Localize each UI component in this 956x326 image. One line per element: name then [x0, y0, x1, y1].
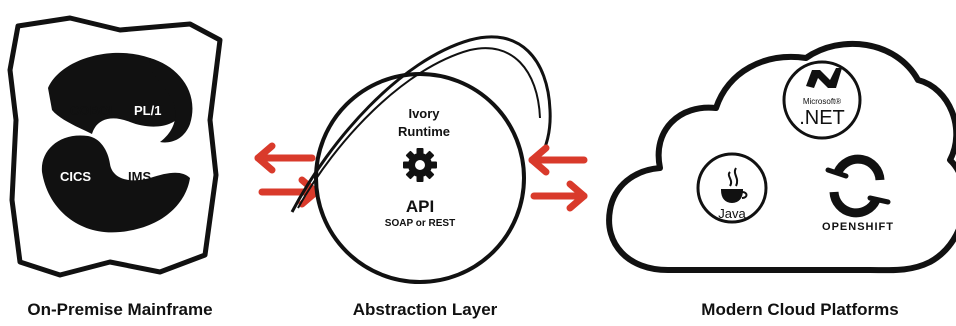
- mainframe-label-cics: CICS: [60, 169, 91, 184]
- gear-icon: [403, 148, 437, 182]
- openshift-logo: OPENSHIFT: [822, 154, 894, 233]
- abstraction-group: Ivory Runtime API SOAP or REST: [290, 35, 552, 284]
- cloud-caption: Modern Cloud Platforms: [701, 300, 899, 319]
- dotnet-n-icon: [806, 68, 842, 88]
- abstraction-swoosh: [290, 35, 552, 213]
- runtime-title-line2: Runtime: [398, 124, 450, 139]
- swirl-top: [48, 52, 185, 134]
- runtime-title-line1: Ivory: [408, 106, 440, 121]
- mainframe-label-cobol: COBOL: [70, 103, 117, 118]
- mainframe-swirl: [41, 52, 193, 233]
- dotnet-small-text: Microsoft®: [803, 97, 841, 106]
- api-sub-label: SOAP or REST: [385, 218, 455, 229]
- mainframe-label-ims: IMS: [128, 169, 151, 184]
- left-arrow-pair: [254, 142, 320, 208]
- right-arrow-icon: [530, 180, 588, 212]
- abstraction-caption: Abstraction Layer: [352, 300, 498, 319]
- java-logo: Java: [696, 152, 768, 224]
- java-label: Java: [718, 206, 746, 221]
- cloud-group: Microsoft® .NET Java OPENSHIF: [606, 40, 956, 274]
- openshift-label: OPENSHIFT: [822, 221, 894, 233]
- dotnet-big-text: .NET: [799, 107, 845, 129]
- mainframe-group: COBOL PL/1 CICS IMS: [7, 15, 223, 278]
- dotnet-badge-circle: [782, 60, 862, 140]
- java-badge-circle: [696, 152, 768, 224]
- openshift-ring-icon: [829, 154, 885, 218]
- swirl-top-right: [149, 58, 193, 143]
- left-arrow-icon: [254, 142, 316, 174]
- swirl-bottom: [41, 135, 191, 233]
- mainframe-label-pl1: PL/1: [134, 103, 161, 118]
- abstraction-swoosh-inner: [297, 47, 541, 209]
- java-cup-icon: [720, 167, 748, 204]
- api-label: API: [406, 197, 434, 216]
- right-arrow-pair: [528, 144, 588, 212]
- dotnet-logo: Microsoft® .NET: [782, 60, 862, 140]
- mainframe-caption: On-Premise Mainframe: [27, 300, 213, 319]
- cloud-shape: [606, 40, 956, 274]
- left-arrow-icon: [528, 144, 588, 176]
